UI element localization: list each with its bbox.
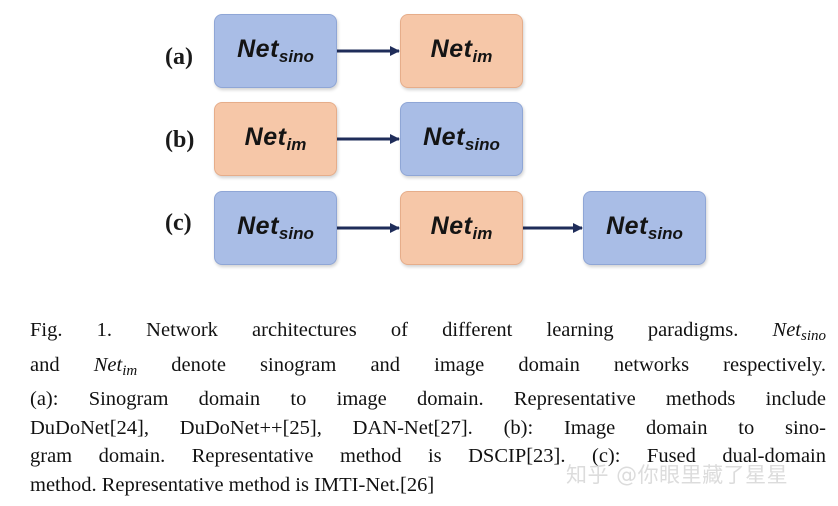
caption-line-5: gram domain. Representative method is DS… <box>30 445 826 468</box>
arrow-layer <box>336 46 583 233</box>
zhihu-watermark: 知乎 @你眼里藏了星星 <box>566 463 789 487</box>
box-c-net-sino-2-label: Netsino <box>606 212 683 243</box>
caption-line-1: Fig. 1. Network architectures of differe… <box>30 319 827 344</box>
caption-line-2: and Netim denote sinogram and image doma… <box>30 353 827 379</box>
box-b-net-sino-label: Netsino <box>423 123 500 154</box>
box-a-net-sino-label: Netsino <box>237 35 314 66</box>
box-c-net-im: Netim <box>400 191 523 265</box>
box-a-net-sino: Netsino <box>214 14 337 88</box>
box-b-net-im: Netim <box>214 102 337 176</box>
row-label-c: (c) <box>165 210 192 236</box>
box-a-net-im: Netim <box>400 14 523 88</box>
caption-math-net-sino: Netsino <box>772 319 827 344</box>
box-b-net-sino: Netsino <box>400 102 523 176</box>
row-label-a: (a) <box>165 44 193 70</box>
box-c-net-sino-1: Netsino <box>214 191 337 265</box>
box-b-net-im-label: Netim <box>244 123 307 154</box>
box-a-net-im-label: Netim <box>430 35 493 66</box>
box-c-net-sino-2: Netsino <box>583 191 706 265</box>
box-c-net-sino-1-label: Netsino <box>237 212 314 243</box>
box-c-net-im-label: Netim <box>430 212 493 243</box>
caption-line-4: DuDoNet[24], DuDoNet++[25], DAN-Net[27].… <box>30 416 826 439</box>
caption-math-net-im: Netim <box>93 353 138 379</box>
figure-caption: Fig. 1. Network architectures of differe… <box>30 316 826 500</box>
caption-line-3: (a): Sinogram domain to image domain. Re… <box>30 388 826 411</box>
row-label-b: (b) <box>165 127 195 153</box>
caption-line-6: method. Representative method is IMTI-Ne… <box>30 473 435 496</box>
